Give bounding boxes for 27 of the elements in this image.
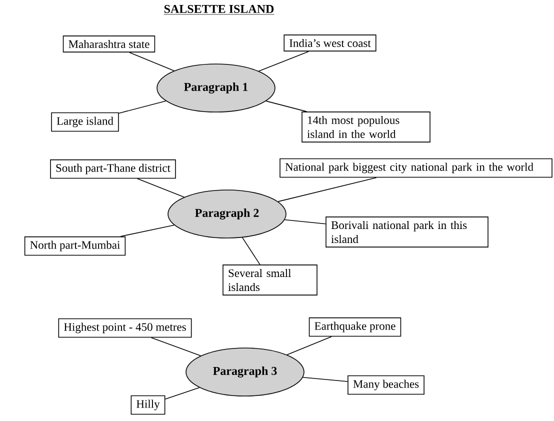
text-box: South part-Thane district xyxy=(50,159,176,179)
connector-line xyxy=(164,387,200,400)
text-box: Earthquake prone xyxy=(308,317,402,337)
text-box: India’s west coast xyxy=(284,34,376,52)
connector-line xyxy=(118,100,166,114)
text-box: 14th most populous island in the world xyxy=(302,112,430,142)
text-box: Maharashtra state xyxy=(62,36,156,52)
connector-line xyxy=(286,336,332,356)
text-box: Many beaches xyxy=(348,375,424,395)
text-box: Several small islands xyxy=(222,264,318,296)
text-box: Highest point - 450 metres xyxy=(58,318,192,338)
connector-line xyxy=(284,219,326,224)
text-box: North part-Mumbai xyxy=(24,236,126,256)
connector-line xyxy=(242,237,260,265)
connector-line xyxy=(278,177,377,202)
connector-line xyxy=(150,337,202,356)
connector-line xyxy=(129,52,174,72)
text-box: Hilly xyxy=(130,395,166,415)
connector-line xyxy=(266,100,307,112)
connector-line xyxy=(136,178,185,198)
connector-line xyxy=(302,376,348,382)
connector-line xyxy=(120,224,175,237)
text-box: Borivali national park in this island xyxy=(326,216,488,248)
text-box: National park biggest city national park in the world xyxy=(280,158,552,178)
connector-line xyxy=(258,51,310,72)
title: SALSETTE ISLAND xyxy=(164,4,274,15)
text-box: Large island xyxy=(51,112,119,132)
